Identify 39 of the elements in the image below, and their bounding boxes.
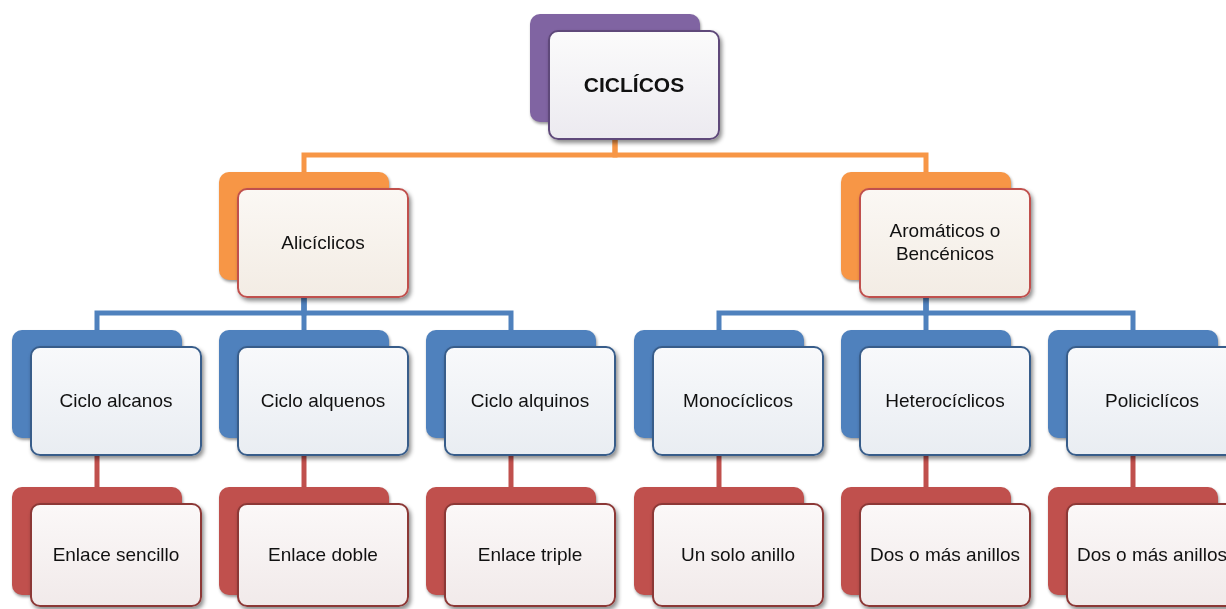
card-node bbox=[219, 330, 407, 454]
node-label: CICLÍCOS bbox=[582, 72, 686, 98]
card-node bbox=[1048, 330, 1226, 454]
node-label: Heterocíclicos bbox=[884, 389, 1006, 413]
connector-line bbox=[301, 296, 514, 330]
card-node bbox=[426, 330, 614, 454]
connector-line bbox=[923, 296, 1136, 330]
connector-line bbox=[94, 454, 100, 487]
connector-line bbox=[716, 454, 722, 487]
connector-line bbox=[923, 454, 929, 487]
node-label: Enlace sencillo bbox=[51, 543, 181, 567]
connector-line bbox=[1130, 454, 1136, 487]
node-label: Aromáticos o Bencénicos bbox=[888, 220, 1002, 266]
node-label: Alicíclicos bbox=[280, 231, 366, 255]
card-node bbox=[841, 487, 1029, 607]
node-label: Enlace triple bbox=[476, 543, 584, 567]
node-label: Ciclo alquenos bbox=[259, 389, 387, 413]
card-node bbox=[841, 330, 1029, 454]
node-label: Enlace doble bbox=[267, 543, 379, 567]
card-node bbox=[634, 487, 822, 607]
card-node bbox=[1048, 487, 1226, 607]
card-node bbox=[634, 330, 822, 454]
node-label: Monocíclicos bbox=[682, 389, 794, 413]
card-node bbox=[12, 487, 200, 607]
card-node bbox=[219, 487, 407, 607]
card-node bbox=[219, 172, 407, 296]
node-label: Ciclo alcanos bbox=[58, 389, 174, 413]
node-label: Ciclo alquinos bbox=[469, 389, 591, 413]
node-label: Dos o más anillos bbox=[869, 543, 1021, 567]
node-label: Policiclícos bbox=[1104, 389, 1200, 413]
connector-line bbox=[508, 454, 514, 487]
node-label: Un solo anillo bbox=[679, 543, 797, 567]
connector-line bbox=[612, 138, 929, 172]
card-node bbox=[841, 172, 1029, 296]
node-label: Dos o más anillos bbox=[1076, 543, 1226, 567]
card-node bbox=[426, 487, 614, 607]
card-node bbox=[530, 14, 718, 138]
connector-line bbox=[301, 454, 307, 487]
card-node bbox=[12, 330, 200, 454]
